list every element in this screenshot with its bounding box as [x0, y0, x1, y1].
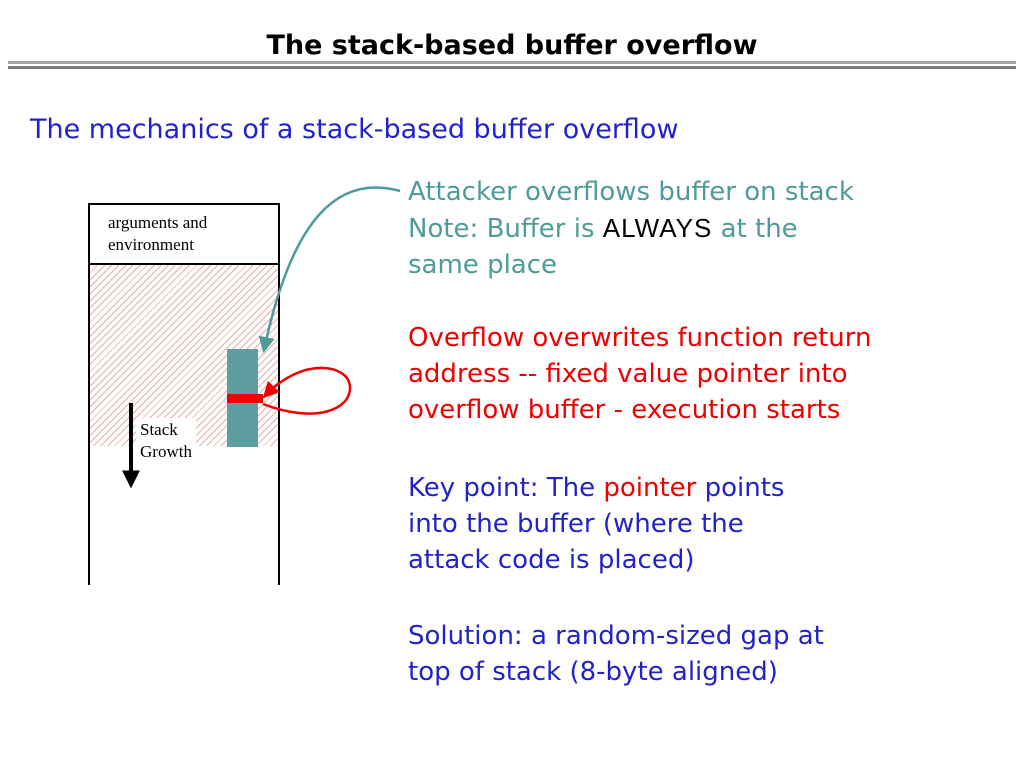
text-segment: Key point: The — [408, 473, 604, 503]
keypoint-annotation: Key point: The pointer points into the b… — [408, 470, 784, 578]
always-emphasis: ALWAYS — [602, 213, 713, 243]
annotation-line: Note: Buffer is ALWAYS at the — [408, 210, 854, 247]
text-segment: points into the buffer (where the attack… — [408, 473, 785, 575]
slide-title: The stack-based buffer overflow — [266, 30, 758, 61]
text-segment: same place — [408, 250, 558, 280]
stack-diagram: arguments and environment Stack Growth — [88, 203, 280, 585]
overflow-annotation: Overflow overwrites function return addr… — [408, 323, 872, 425]
attacker-arrow — [258, 186, 401, 354]
text-segment: Attacker overflows buffer on stack — [408, 177, 854, 207]
section-heading: The mechanics of a stack-based buffer ov… — [30, 114, 679, 145]
attacker-annotation: Attacker overflows buffer on stack Note:… — [408, 174, 854, 283]
text-segment: at the — [712, 214, 798, 244]
annotation-line: Attacker overflows buffer on stack — [408, 174, 854, 210]
return-address-marker — [227, 394, 263, 403]
solution-annotation: Solution: a random-sized gap at top of s… — [408, 621, 824, 687]
args-env-box: arguments and environment — [88, 203, 280, 265]
text-segment: Note: Buffer is — [408, 214, 603, 244]
annotation-line: same place — [408, 247, 854, 283]
pointer-emphasis: pointer — [603, 473, 697, 503]
title-divider — [8, 61, 1016, 69]
stack-growth-label: Stack Growth — [136, 418, 196, 465]
